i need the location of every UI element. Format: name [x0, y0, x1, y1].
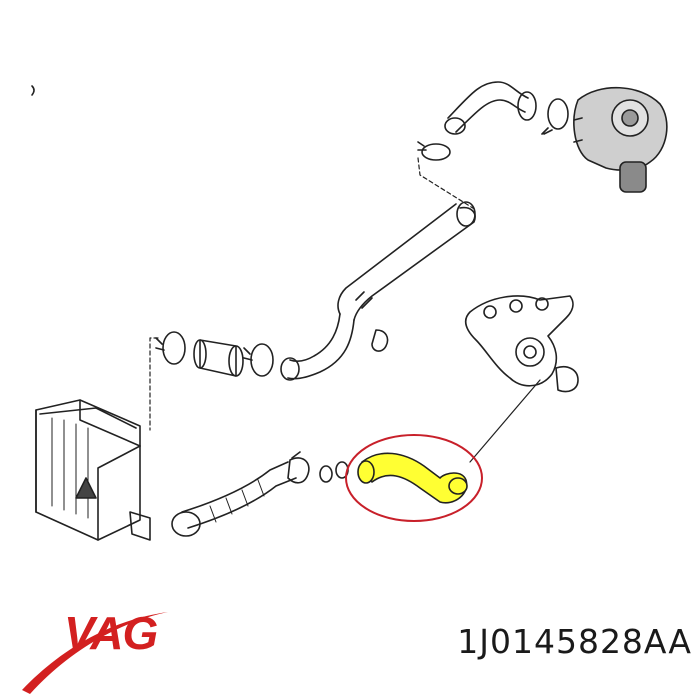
turbo-leader — [469, 379, 541, 463]
brand-name: VAG — [64, 607, 158, 659]
turbo-manifold — [464, 295, 579, 393]
vag-logo: VAG — [14, 596, 174, 700]
vag-logo-swoosh — [22, 612, 168, 694]
part-number: 1J0145828AA — [457, 622, 692, 661]
middle-clamp-right — [243, 343, 274, 377]
edge-mark — [31, 85, 35, 96]
lower-o-rings — [319, 461, 349, 483]
highlight-circle — [345, 434, 483, 522]
throttle-housing — [573, 86, 668, 193]
highlighted-hose — [357, 452, 468, 504]
upper-elbow-hose — [444, 81, 537, 135]
middle-long-pipe — [280, 201, 476, 381]
middle-clamp-left — [155, 331, 186, 365]
lower-intercooler-hose — [171, 451, 310, 537]
upper-clamp-right — [541, 98, 569, 135]
intercooler — [35, 399, 151, 541]
middle-coupling — [193, 339, 244, 377]
upper-clamp-left — [417, 141, 451, 161]
leader-lines — [149, 157, 477, 431]
